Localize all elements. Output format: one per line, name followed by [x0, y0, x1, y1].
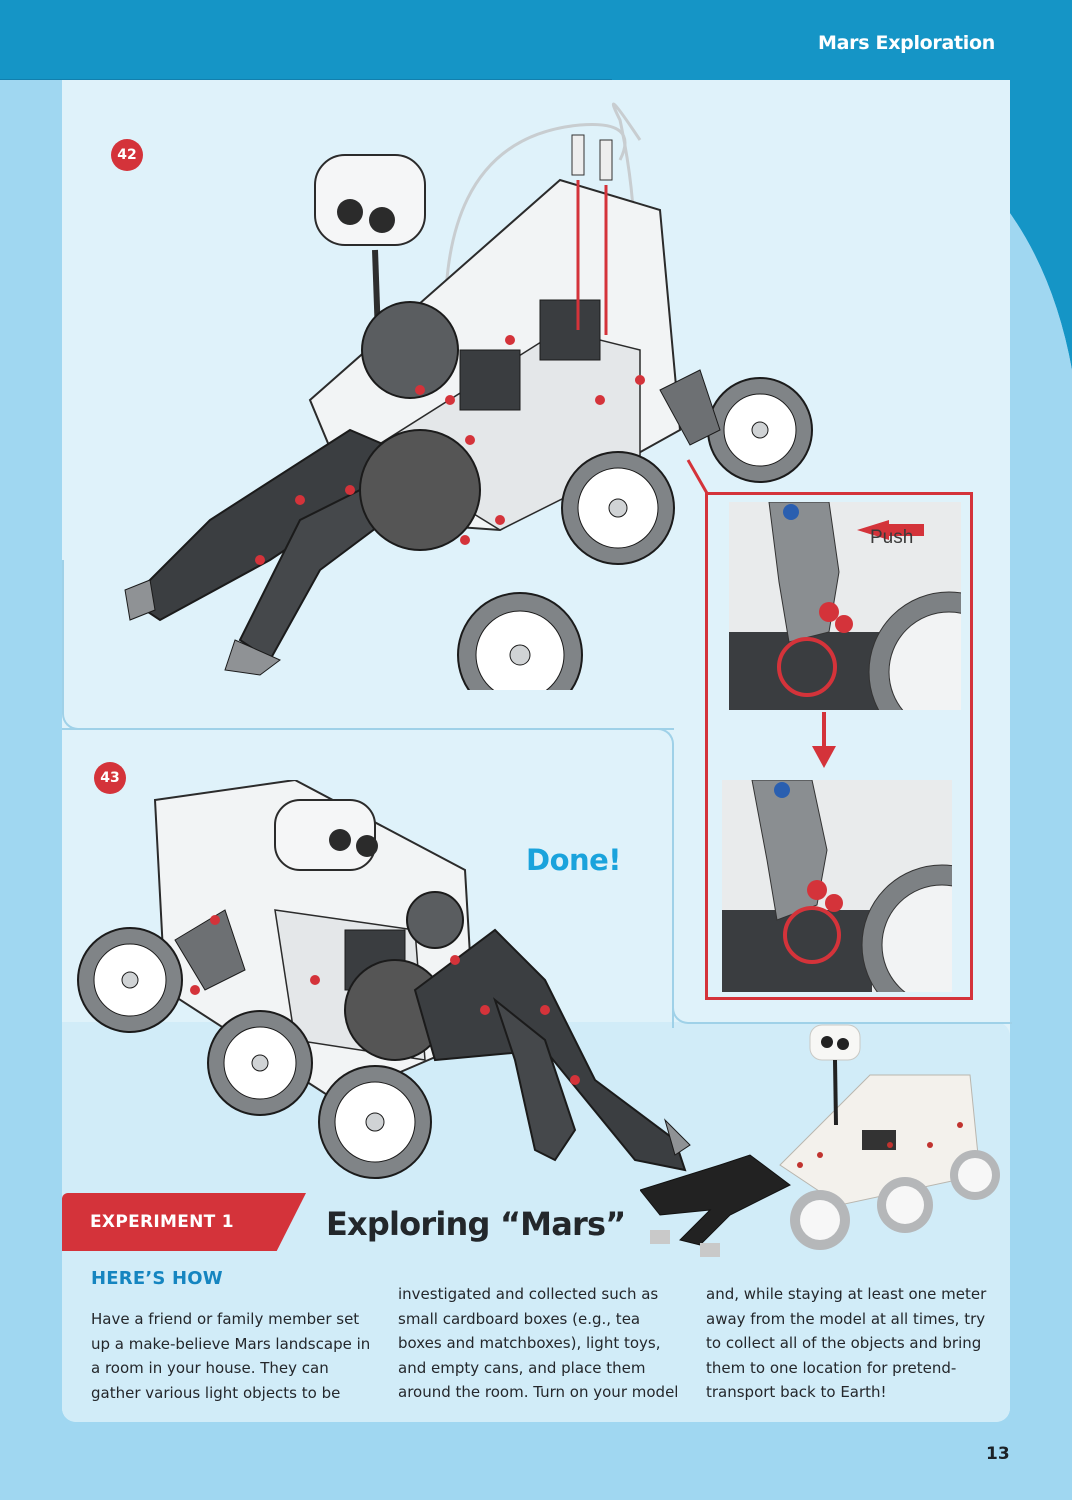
body-line: boxes and matchboxes), light toys,: [398, 1334, 661, 1352]
body-line: and empty cans, and place them: [398, 1358, 646, 1377]
experiment-title: Exploring “Mars”: [326, 1205, 626, 1243]
step-badge-42: 42: [111, 139, 143, 171]
inset-after-image: [722, 780, 952, 992]
body-column-2: investigated and collected such as small…: [398, 1282, 688, 1405]
body-line: a room in your house. They can: [91, 1359, 329, 1377]
down-arrow-icon: [812, 712, 836, 768]
body-line: and, while staying at least one meter: [706, 1285, 987, 1303]
body-line: small cardboard boxes (e.g., tea: [398, 1309, 641, 1328]
finished-rover-photo: [640, 1024, 1000, 1257]
body-column-3: and, while staying at least one meter aw…: [706, 1282, 996, 1405]
body-line: Have a friend or family member set: [91, 1310, 360, 1328]
body-line: investigated and collected such as: [398, 1285, 659, 1303]
inset-divider: [672, 960, 1012, 1024]
step-badge-43: 43: [94, 762, 126, 794]
section-title: Mars Exploration: [818, 32, 995, 54]
push-label: Push: [870, 527, 914, 548]
body-line: gather various light objects to be: [91, 1383, 341, 1402]
rover-step-43-illustration: [77, 780, 691, 1179]
page-number: 13: [986, 1444, 1010, 1464]
rover-step-42-illustration: [124, 102, 813, 690]
done-label: Done!: [526, 843, 622, 877]
body-line: to collect all of the objects and bring: [706, 1334, 982, 1352]
body-column-1: Have a friend or family member set up a …: [91, 1307, 381, 1405]
step-43-divider: [62, 728, 674, 1028]
body-line: up a make-believe Mars landscape in: [91, 1334, 371, 1353]
body-line: away from the model at all times, try: [706, 1309, 986, 1328]
body-line: them to one location for pretend-: [706, 1358, 957, 1377]
body-line: around the room. Turn on your model: [398, 1383, 679, 1401]
heres-how-heading: HERE’S HOW: [91, 1268, 223, 1289]
experiment-tab: [62, 1193, 306, 1251]
experiment-tab-label: EXPERIMENT 1: [90, 1212, 234, 1232]
body-line: transport back to Earth!: [706, 1383, 887, 1401]
inset-before-image: [729, 502, 961, 710]
